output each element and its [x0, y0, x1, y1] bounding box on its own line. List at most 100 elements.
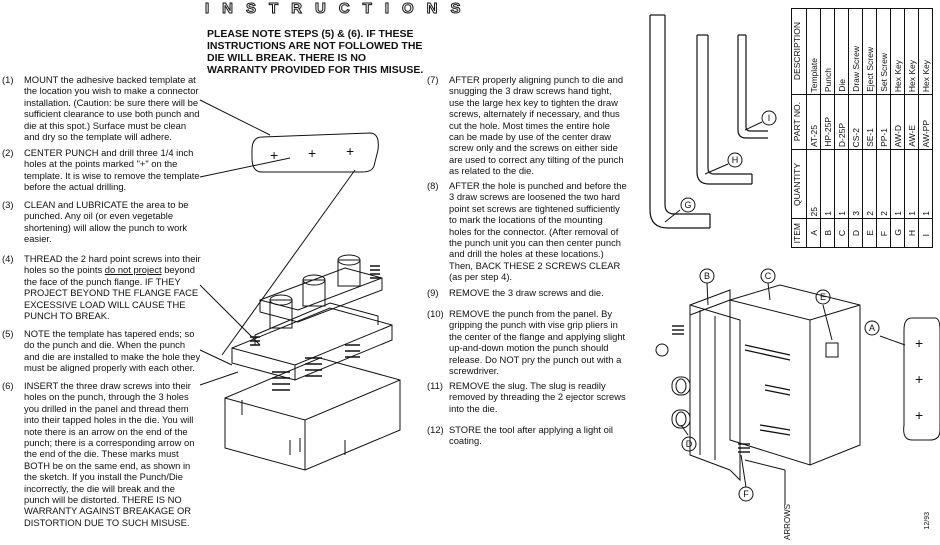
exploded-assembly — [655, 268, 940, 505]
label-i: I — [768, 113, 771, 123]
template-a-outline — [903, 317, 940, 441]
table-cell: AW-PP — [920, 119, 931, 147]
label-e: E — [820, 292, 826, 302]
table-cell: 1 — [920, 211, 931, 216]
step-number: (6) — [2, 380, 14, 391]
table-cell: A — [808, 230, 819, 236]
table-cell: PP-1 — [878, 128, 889, 147]
table-cell: Draw Screw — [850, 46, 861, 92]
template-outline — [251, 132, 379, 173]
table-cell: Eject Screw — [864, 47, 875, 92]
table-cell: D — [850, 229, 861, 236]
step-text: CLEAN and LUBRICATE the area to be punch… — [24, 199, 189, 245]
warning-notice: PLEASE NOTE STEPS (5) & (6). IF THESE IN… — [207, 28, 424, 76]
table-cell: 1 — [822, 211, 833, 216]
step-text: AFTER properly aligning punch to die and… — [449, 74, 624, 177]
step-text: INSERT the three draw screws into their … — [24, 380, 195, 528]
table-cell: F — [878, 230, 889, 236]
template-a-mark: + — [915, 371, 923, 387]
punch-die-assembly-sketch — [224, 254, 401, 471]
step-number: (12) — [427, 424, 444, 435]
label-d: D — [686, 439, 693, 449]
label-f: F — [743, 489, 749, 499]
step-4: (4) THREAD the 2 hard point screws into … — [2, 253, 202, 321]
template-mark: + — [270, 147, 278, 163]
step-9: (9) REMOVE the 3 draw screws and die. — [427, 287, 627, 298]
table-cell: Hex Key — [920, 59, 931, 92]
hex-key-h — [696, 34, 753, 185]
table-cell: 3 — [850, 211, 861, 216]
table-cell: AT-25 — [808, 124, 819, 147]
label-circle-i — [761, 110, 777, 126]
table-cell: Set Screw — [878, 53, 889, 92]
step-number: (3) — [2, 199, 14, 210]
step-text: MOUNT the adhesive backed template at th… — [24, 74, 200, 143]
step-8: (8) AFTER the hole is punched and before… — [427, 180, 627, 283]
table-cell: Hex Key — [892, 59, 903, 92]
template-a-mark: + — [915, 335, 923, 351]
step-2: (2) CENTER PUNCH and drill three 1/4 inc… — [2, 147, 202, 193]
table-header: ITEM — [792, 222, 802, 244]
table-cell: Hex Key — [906, 59, 917, 92]
date-code: 12/93 — [924, 512, 931, 530]
step-number: (8) — [427, 180, 439, 191]
step-text: THREAD the 2 hard point screws into thei… — [24, 253, 201, 322]
label-b: B — [704, 271, 710, 281]
step-text: CENTER PUNCH and drill three 1/4 inch ho… — [24, 147, 200, 193]
step-text: REMOVE the 3 draw screws and die. — [449, 287, 604, 298]
step-text: AFTER the hole is punched and before the… — [449, 180, 627, 283]
step-1: (1) MOUNT the adhesive backed template a… — [2, 74, 202, 142]
step-number: (4) — [2, 253, 14, 264]
step-number: (2) — [2, 147, 14, 158]
table-cell: 2 — [864, 211, 875, 216]
step-11: (11) REMOVE the slug. The slug is readil… — [427, 380, 627, 414]
table-cell: Punch — [822, 67, 833, 92]
step-text: REMOVE the slug. The slug is readily rem… — [449, 380, 626, 414]
step-7: (7) AFTER properly aligning punch to die… — [427, 74, 627, 177]
table-cell: 2 — [878, 211, 889, 216]
table-header: PART NO. — [792, 102, 802, 142]
table-cell: C — [836, 229, 847, 236]
step-number: (5) — [2, 328, 14, 339]
table-cell: H — [906, 229, 917, 236]
table-cell: 1 — [892, 211, 903, 216]
table-cell: I — [920, 233, 931, 236]
table-cell: 1 — [836, 211, 847, 216]
label-g: G — [684, 200, 691, 210]
table-cell: 1 — [906, 211, 917, 216]
hex-key-i — [737, 34, 768, 139]
label-c: C — [765, 271, 772, 281]
table-cell: Die — [836, 79, 847, 92]
step-number: (10) — [427, 308, 444, 319]
step-12: (12) STORE the tool after applying a lig… — [427, 424, 627, 447]
table-cell: 25 — [808, 206, 819, 216]
template-mark: + — [308, 145, 316, 161]
hex-key-g — [649, 14, 711, 229]
step-6: (6) INSERT the three draw screws into th… — [2, 380, 202, 528]
template-a-mark: + — [915, 407, 923, 423]
label-circle-h — [727, 152, 743, 168]
arrows-label: ARROWS — [783, 504, 792, 540]
table-cell: E — [864, 230, 875, 236]
label-h: H — [732, 155, 739, 165]
table-cell: Template — [808, 57, 819, 93]
step-5: (5) NOTE the template has tapered ends; … — [2, 328, 202, 374]
page-title: INSTRUCTIONS — [205, 0, 474, 18]
step-text: NOTE the template has tapered ends; so d… — [24, 328, 201, 374]
table-cell: CS-2 — [850, 127, 861, 147]
step-number: (9) — [427, 287, 439, 298]
table-cell: AW-E — [906, 125, 917, 147]
step-number: (7) — [427, 74, 439, 85]
label-a: A — [869, 323, 875, 333]
table-cell: B — [822, 230, 833, 236]
step-10: (10) REMOVE the punch from the panel. By… — [427, 308, 627, 376]
step-text: STORE the tool after applying a light oi… — [449, 424, 613, 447]
label-circle-g — [680, 197, 696, 213]
table-cell: D-25P — [836, 122, 847, 147]
template-mark: + — [346, 143, 354, 159]
table-cell: HP-25P — [822, 117, 833, 147]
step-text: REMOVE the punch from the panel. By grip… — [449, 308, 626, 377]
